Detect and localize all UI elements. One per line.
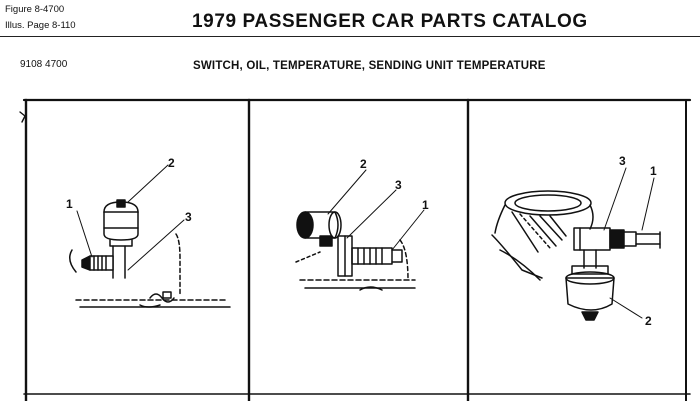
panel-3-callout-1: 1 — [650, 164, 657, 178]
panel-2-callout-3: 3 — [395, 178, 402, 192]
panel-2-drawing — [295, 169, 425, 291]
panel-1-callout-3: 3 — [185, 210, 192, 224]
panel-3-callout-3: 3 — [619, 154, 626, 168]
panel-1-callout-1: 1 — [66, 197, 73, 211]
panel-3-drawing — [491, 167, 661, 321]
catalog-title: 1979 PASSENGER CAR PARTS CATALOG — [192, 11, 588, 32]
panel-2-callout-1: 1 — [422, 198, 429, 212]
panel-1-callout-2: 2 — [168, 156, 175, 170]
section-subtitle: SWITCH, OIL, TEMPERATURE, SENDING UNIT T… — [193, 60, 546, 72]
header-divider — [0, 36, 700, 37]
group-code: 9108 4700 — [20, 59, 68, 70]
panel-1-drawing — [69, 164, 231, 308]
panel-2-callout-2: 2 — [360, 157, 367, 171]
panel-3-callout-2: 2 — [645, 314, 652, 328]
illustration-page-reference: Illus. Page 8-110 — [5, 20, 76, 31]
figure-reference: Figure 8-4700 — [5, 4, 65, 15]
